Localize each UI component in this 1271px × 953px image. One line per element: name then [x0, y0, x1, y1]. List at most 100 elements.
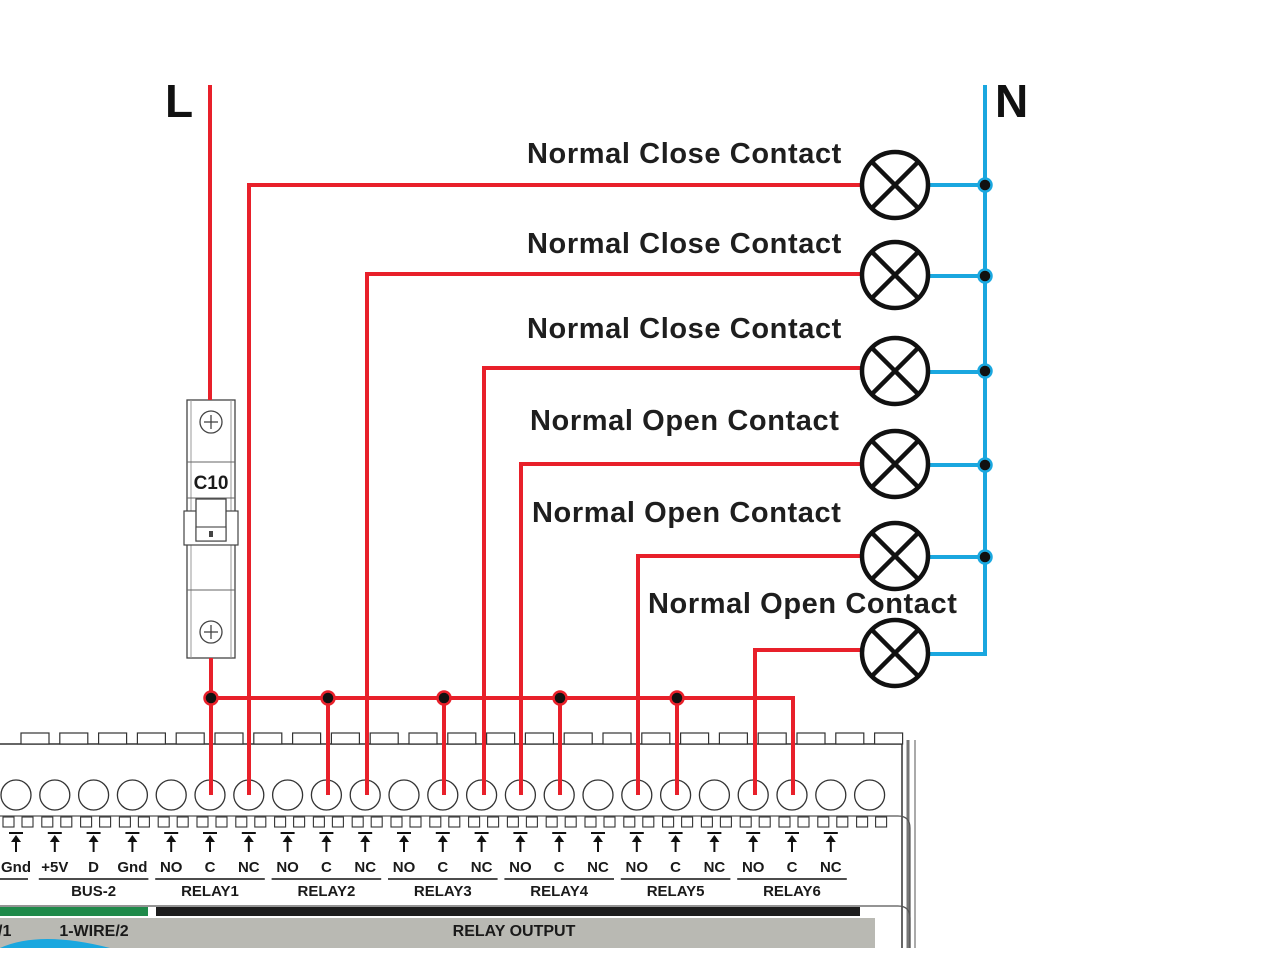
terminal-clip: [196, 816, 209, 828]
line-label: L: [165, 75, 193, 127]
terminal-arrow-icon: [435, 832, 450, 852]
terminal-clip: [856, 816, 869, 828]
contact-label-3: Normal Close Contact: [527, 313, 842, 345]
terminal-arrow-icon: [707, 832, 722, 852]
terminal-arrow-icon: [280, 832, 295, 852]
lamp-icon: [859, 149, 931, 221]
terminal-clip: [80, 816, 93, 828]
junction-dot: [436, 690, 452, 706]
terminal-label: C: [321, 859, 332, 876]
top-tab: [796, 732, 826, 745]
top-tab: [563, 732, 593, 745]
green-strip-one-wire: [40, 907, 148, 916]
terminal-arrow-icon: [823, 832, 838, 852]
lamp-icon: [859, 520, 931, 592]
terminal-clip: [758, 816, 771, 828]
terminal-label: C: [205, 859, 216, 876]
lamp-icon: [859, 239, 931, 311]
contact-label-2: Normal Close Contact: [527, 228, 842, 260]
terminal-clip: [176, 816, 189, 828]
terminal-clip: [254, 816, 267, 828]
top-tab: [718, 732, 749, 745]
screw-terminal: [39, 779, 71, 811]
junction-dot: [552, 690, 568, 706]
terminal-clip: [429, 816, 442, 828]
contact-labels: Normal Close Contact Normal Close Contac…: [527, 138, 957, 620]
terminal-label: D: [88, 859, 99, 876]
lamp2-feed-wire: [365, 272, 862, 795]
terminal-clip: [118, 816, 131, 828]
terminal-arrow-icon: [358, 832, 373, 852]
terminal-clip: [21, 816, 34, 828]
junction-dot: [977, 363, 993, 379]
terminal-label: NC: [820, 859, 842, 876]
lamp-icon: [859, 335, 931, 407]
lamp-icon: [859, 617, 931, 689]
terminal-label: NC: [471, 859, 493, 876]
terminal-label: C: [437, 859, 448, 876]
top-tab: [136, 732, 166, 745]
terminal-clip: [468, 816, 481, 828]
terminal-clip: [836, 816, 849, 828]
terminal-clip: [370, 816, 383, 828]
top-tab: [835, 732, 865, 745]
terminal-arrow-icon: [319, 832, 334, 852]
circuit-breaker: C10: [183, 399, 239, 659]
module-bottom-panel: [0, 918, 875, 948]
terminal-arrow-icon: [9, 832, 23, 852]
terminal-arrows-row: [9, 832, 838, 852]
terminal-label: NC: [704, 859, 726, 876]
terminal-label: C: [787, 859, 798, 876]
terminal-clip: [817, 816, 830, 828]
screw-terminal: [271, 779, 304, 811]
terminal-label: NC: [354, 859, 376, 876]
lamp6-feed-wire: [753, 648, 862, 795]
screw-terminal: [116, 779, 149, 811]
terminal-clip: [274, 816, 287, 828]
junction-dot: [320, 690, 336, 706]
terminal-clip: [545, 816, 558, 828]
screw-terminal: [465, 779, 498, 811]
lamp4-feed-wire: [519, 462, 862, 795]
terminal-label: +5V: [41, 859, 68, 876]
partial-left-label: /1: [0, 923, 11, 940]
junction-dots: [203, 177, 993, 706]
group-label: RELAY5: [647, 883, 705, 900]
terminal-arrow-icon: [785, 832, 799, 852]
top-tab: [253, 732, 283, 745]
terminal-label: Gnd: [117, 859, 147, 876]
junction-dot: [977, 268, 993, 284]
terminal-clip: [525, 816, 538, 828]
live-wiring: [208, 85, 862, 795]
top-tab: [59, 732, 89, 745]
junction-dot: [977, 549, 993, 565]
terminal-clip: [351, 816, 364, 828]
relay-output-label: RELAY OUTPUT: [453, 923, 576, 940]
terminal-clip: [390, 816, 403, 828]
terminal-arrow-icon: [241, 832, 256, 852]
terminal-clip: [603, 816, 616, 828]
group-label: RELAY1: [181, 883, 239, 900]
terminal-arrow-icon: [125, 832, 140, 852]
group-label: RELAY4: [530, 883, 588, 900]
one-wire-label: 1-WIRE/2: [59, 923, 128, 940]
screw-terminal: [582, 779, 614, 811]
group-label: BUS-2: [71, 883, 116, 900]
terminal-arrow-icon: [513, 832, 528, 852]
terminal-arrow-icon: [591, 832, 605, 852]
terminal-label: NO: [393, 859, 416, 876]
terminal-arrow-icon: [164, 832, 179, 852]
terminal-clip: [235, 816, 248, 828]
top-tab: [641, 732, 671, 745]
top-tab: [175, 732, 205, 745]
lamp1-feed-wire: [247, 183, 862, 795]
terminal-label: NO: [742, 859, 765, 876]
terminal-clip: [623, 816, 636, 828]
lamp3-feed-wire: [482, 366, 862, 795]
screw-terminal: [853, 779, 886, 811]
terminal-clip: [312, 816, 325, 828]
